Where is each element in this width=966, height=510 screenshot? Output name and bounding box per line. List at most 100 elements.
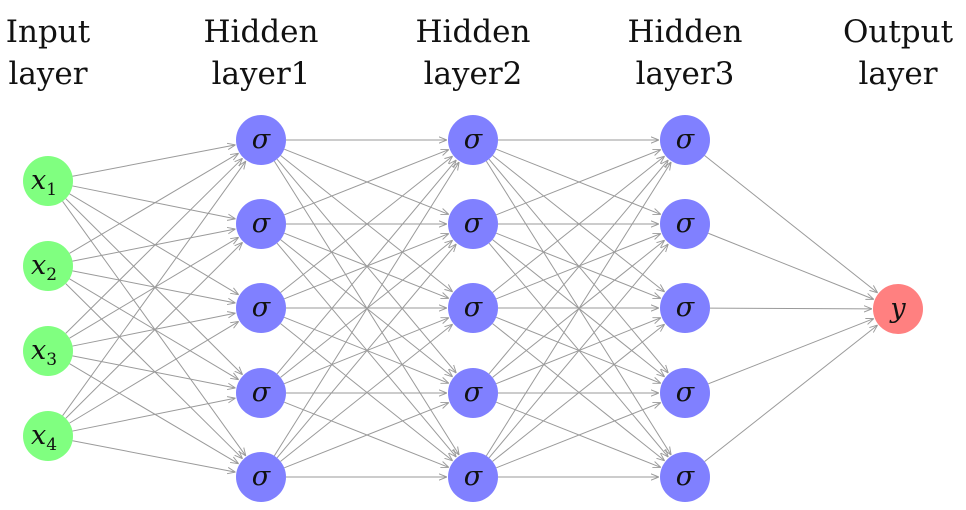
subscript: 4 bbox=[46, 435, 57, 455]
hidden1-node-circle bbox=[236, 452, 286, 502]
edge-hidden2-3-to-hidden3-2 bbox=[496, 234, 661, 300]
hidden1-node-label: σ bbox=[252, 124, 272, 155]
edge-input-2-to-hidden1-1 bbox=[69, 153, 239, 254]
input-node-label: x3 bbox=[31, 335, 57, 370]
hidden3-node-1: σ bbox=[660, 115, 710, 165]
hidden1-node-2: σ bbox=[236, 199, 286, 249]
hidden1-title-line2: layer1 bbox=[212, 56, 311, 92]
hidden3-node-circle bbox=[660, 283, 710, 333]
edge-hidden2-5-to-hidden3-3 bbox=[492, 324, 665, 462]
output-node-circle bbox=[873, 284, 923, 334]
edge-hidden2-5-to-hidden3-2 bbox=[488, 244, 668, 459]
edge-input-4-to-hidden1-1 bbox=[62, 161, 246, 416]
edge-hidden1-4-to-hidden2-1 bbox=[276, 160, 456, 375]
hidden1-title-line1: Hidden bbox=[204, 14, 319, 50]
edge-input-2-to-hidden1-3 bbox=[72, 270, 236, 303]
hidden1-node-label: σ bbox=[252, 461, 272, 492]
subscript: 1 bbox=[46, 180, 57, 200]
input-node-4: x4 bbox=[23, 411, 73, 461]
hidden3-title-line2: layer3 bbox=[636, 56, 735, 92]
hidden2-node-2: σ bbox=[448, 199, 498, 249]
hidden2-node-label: σ bbox=[464, 292, 484, 323]
hidden3-node-circle bbox=[660, 115, 710, 165]
output-title-line1: Output bbox=[843, 14, 954, 50]
edge-hidden1-3-to-hidden2-2 bbox=[284, 234, 449, 300]
edge-hidden2-3-to-hidden3-1 bbox=[492, 156, 665, 293]
edge-hidden2-2-to-hidden3-1 bbox=[496, 150, 661, 216]
input-node-circle bbox=[23, 156, 73, 206]
output-node-label: y bbox=[889, 293, 906, 324]
input-node-2: x2 bbox=[23, 241, 73, 291]
edge-input-3-to-hidden1-5 bbox=[69, 363, 239, 464]
edge-input-4-to-hidden1-2 bbox=[65, 242, 243, 419]
edge-input-1-to-hidden1-3 bbox=[69, 193, 238, 295]
hidden3-node-label: σ bbox=[676, 208, 696, 239]
edge-input-1-to-hidden1-1 bbox=[72, 145, 236, 177]
input-node-circle bbox=[23, 411, 73, 461]
edge-hidden1-3-to-hidden2-1 bbox=[280, 156, 453, 293]
hidden1-node-4: σ bbox=[236, 368, 286, 418]
output-node-1: y bbox=[873, 284, 923, 334]
edge-hidden1-5-to-hidden2-1 bbox=[273, 162, 459, 457]
hidden3-node-4: σ bbox=[660, 368, 710, 418]
edge-hidden1-2-to-hidden2-1 bbox=[284, 150, 449, 216]
edge-input-2-to-hidden1-2 bbox=[72, 229, 236, 262]
hidden1-node-1: σ bbox=[236, 115, 286, 165]
edge-hidden1-5-to-hidden2-4 bbox=[284, 403, 449, 469]
subscript: 2 bbox=[46, 265, 57, 285]
hidden2-node-5: σ bbox=[448, 452, 498, 502]
hidden1-node-circle bbox=[236, 283, 286, 333]
hidden3-node-3: σ bbox=[660, 283, 710, 333]
edge-hidden3-5-to-output-1 bbox=[704, 325, 878, 462]
hidden1-node-label: σ bbox=[252, 208, 272, 239]
input-title-line2: layer bbox=[8, 56, 87, 92]
hidden2-title-line1: Hidden bbox=[416, 14, 531, 50]
hidden1-node-circle bbox=[236, 368, 286, 418]
edge-input-4-to-hidden1-3 bbox=[69, 321, 238, 424]
edge-input-1-to-hidden1-5 bbox=[62, 201, 246, 456]
hidden2-node-label: σ bbox=[464, 124, 484, 155]
edge-input-4-to-hidden1-4 bbox=[72, 398, 236, 432]
hidden1-node-circle bbox=[236, 199, 286, 249]
hidden2-node-circle bbox=[448, 283, 498, 333]
input-title-line1: Input bbox=[6, 14, 91, 50]
input-node-3: x3 bbox=[23, 326, 73, 376]
edge-input-3-to-hidden1-1 bbox=[65, 158, 243, 334]
edge-hidden3-4-to-output-1 bbox=[708, 319, 874, 385]
hidden3-node-circle bbox=[660, 452, 710, 502]
edge-input-3-to-hidden1-3 bbox=[72, 313, 236, 347]
hidden2-title-line2: layer2 bbox=[424, 56, 523, 92]
hidden2-node-circle bbox=[448, 115, 498, 165]
hidden3-node-5: σ bbox=[660, 452, 710, 502]
output-title-line2: layer bbox=[858, 56, 937, 92]
hidden2-node-circle bbox=[448, 452, 498, 502]
hidden3-node-label: σ bbox=[676, 461, 696, 492]
edge-hidden3-3-to-output-1 bbox=[709, 308, 872, 309]
edge-input-1-to-hidden1-2 bbox=[72, 185, 236, 219]
hidden2-node-label: σ bbox=[464, 208, 484, 239]
hidden3-node-circle bbox=[660, 199, 710, 249]
input-node-label: x1 bbox=[31, 165, 57, 200]
neurons: x1 x2 x3 x4 σ σ σ σ σ σ σ σ σ σ σ σ σ σ σ y bbox=[23, 115, 923, 502]
input-node-circle bbox=[23, 241, 73, 291]
hidden2-node-label: σ bbox=[464, 461, 484, 492]
hidden2-node-circle bbox=[448, 368, 498, 418]
hidden2-node-4: σ bbox=[448, 368, 498, 418]
edge-hidden2-5-to-hidden3-1 bbox=[485, 162, 671, 457]
hidden1-node-3: σ bbox=[236, 283, 286, 333]
hidden3-node-label: σ bbox=[676, 377, 696, 408]
subscript: 3 bbox=[46, 350, 57, 370]
layer-titles: InputlayerHiddenlayer1Hiddenlayer2Hidden… bbox=[6, 14, 954, 92]
edge-hidden2-4-to-hidden3-1 bbox=[488, 160, 668, 375]
hidden3-node-2: σ bbox=[660, 199, 710, 249]
connections bbox=[62, 140, 878, 477]
hidden2-node-circle bbox=[448, 199, 498, 249]
hidden3-node-label: σ bbox=[676, 124, 696, 155]
hidden1-node-label: σ bbox=[252, 377, 272, 408]
hidden1-node-circle bbox=[236, 115, 286, 165]
hidden3-node-circle bbox=[660, 368, 710, 418]
input-node-label: x4 bbox=[31, 420, 57, 455]
hidden2-node-3: σ bbox=[448, 283, 498, 333]
hidden1-node-5: σ bbox=[236, 452, 286, 502]
